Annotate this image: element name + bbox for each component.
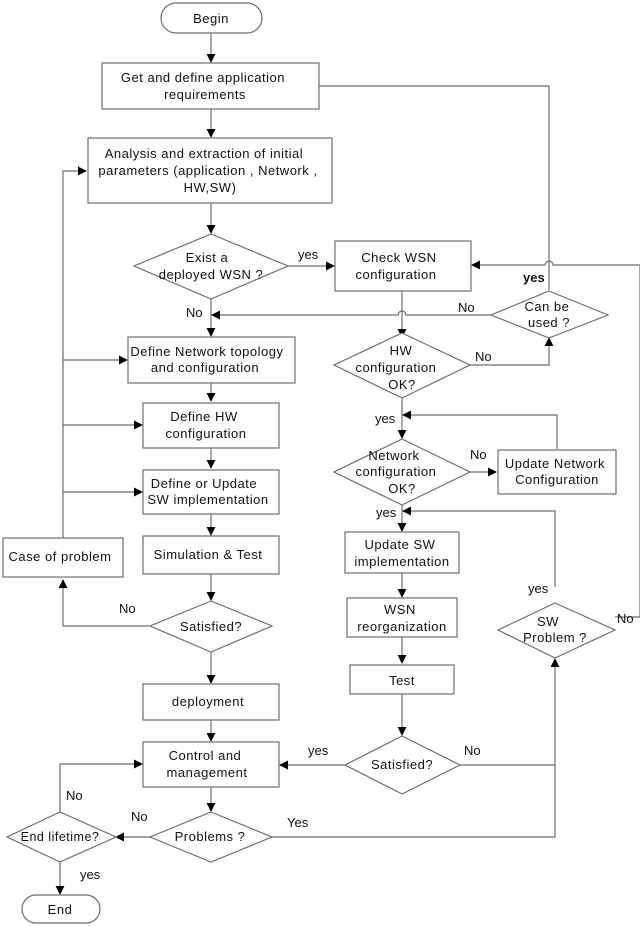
- decision-satisfied-2-text: Satisfied?: [371, 757, 433, 772]
- decision-can-be-used[interactable]: Can be used ?: [489, 290, 610, 339]
- label-problems-no: No: [131, 809, 148, 824]
- decision-sw-problem[interactable]: SW Problem ?: [496, 602, 617, 659]
- label-exist-no: No: [186, 305, 203, 320]
- edge-problems-yes-swproblem: [272, 765, 556, 838]
- node-get-requirements[interactable]: Get and define application requirements: [101, 62, 320, 110]
- node-analysis[interactable]: Analysis and extraction of initial param…: [87, 137, 333, 204]
- label-sw-no: No: [617, 611, 634, 626]
- edge-swproblem-no-check: [471, 260, 640, 618]
- node-update-network-text: Update Network Configuration: [505, 456, 609, 487]
- decision-network-ok-text: Network configuration OK?: [355, 448, 440, 496]
- node-get-requirements-text: Get and define application requirements: [121, 70, 289, 102]
- node-begin[interactable]: Begin: [160, 2, 263, 34]
- label-canused-yes: yes: [523, 270, 545, 285]
- label-endlife-yes: yes: [80, 867, 101, 882]
- node-define-sw-text: Define or Update SW implementation: [147, 476, 268, 507]
- label-exist-yes: yes: [298, 247, 319, 262]
- node-test-text: Test: [389, 673, 415, 688]
- node-update-sw[interactable]: Update SW implementation: [344, 531, 460, 574]
- node-control-management-text: Control and management: [167, 748, 248, 780]
- node-simulation-test-text: Simulation & Test: [154, 547, 263, 562]
- decision-exist-wsn-text: Exist a deployed WSN ?: [159, 250, 264, 282]
- node-define-topology-text: Define Network topology and configuratio…: [130, 344, 287, 375]
- edge-updatenet-back: [402, 410, 558, 449]
- node-simulation-test[interactable]: Simulation & Test: [142, 535, 280, 575]
- decision-sw-problem-text: SW Problem ?: [523, 614, 587, 645]
- edge-hwok-no-canused: [470, 337, 554, 366]
- node-deployment[interactable]: deployment: [142, 683, 280, 721]
- node-define-topology[interactable]: Define Network topology and configuratio…: [127, 336, 296, 384]
- node-check-wsn-text: Check WSN configuration: [356, 250, 441, 282]
- node-end-text: End: [48, 902, 73, 917]
- node-define-hw-text: Define HW configuration: [166, 409, 247, 441]
- label-sw-yes: yes: [528, 581, 549, 596]
- edge-canused-yes-getreq: [293, 81, 550, 290]
- decision-hw-ok-text: HW configuration OK?: [355, 343, 440, 392]
- node-analysis-text: Analysis and extraction of initial param…: [98, 146, 321, 195]
- node-define-sw[interactable]: Define or Update SW implementation: [142, 469, 280, 515]
- decision-end-lifetime-text: End lifetime?: [21, 830, 100, 844]
- label-hw-no: No: [475, 349, 492, 364]
- node-end[interactable]: End: [21, 894, 101, 924]
- node-update-network[interactable]: Update Network Configuration: [497, 449, 617, 495]
- decision-network-ok[interactable]: Network configuration OK?: [332, 438, 472, 506]
- decision-exist-wsn[interactable]: Exist a deployed WSN ?: [132, 233, 290, 300]
- label-hw-yes: yes: [375, 411, 396, 426]
- decision-satisfied-1[interactable]: Satisfied?: [148, 600, 274, 653]
- decision-can-be-used-text: Can be used ?: [524, 299, 573, 330]
- node-wsn-reorganization-text: WSN reorganization: [357, 602, 446, 634]
- label-sat2-no: No: [464, 743, 481, 758]
- label-net-yes: yes: [376, 505, 397, 520]
- decision-satisfied-2[interactable]: Satisfied?: [343, 735, 462, 795]
- connectors: [55, 33, 640, 895]
- decision-hw-ok[interactable]: HW configuration OK?: [332, 332, 472, 399]
- edge-swproblem-yes-updatesw: [402, 506, 556, 587]
- label-sat1-no: No: [119, 601, 136, 616]
- node-check-wsn[interactable]: Check WSN configuration: [334, 240, 472, 292]
- edge-endlife-no-control: [59, 759, 143, 812]
- node-case-of-problem[interactable]: Case of problem: [2, 537, 124, 578]
- label-sat2-yes: yes: [308, 743, 329, 758]
- edge-case-back-analysis: [62, 166, 87, 538]
- node-deployment-text: deployment: [172, 694, 244, 709]
- label-endlife-no: No: [66, 788, 83, 803]
- node-begin-text: Begin: [193, 11, 229, 26]
- label-canused-no: No: [458, 300, 475, 315]
- node-update-sw-text: Update SW implementation: [354, 537, 449, 569]
- node-define-hw[interactable]: Define HW configuration: [142, 402, 280, 449]
- node-test[interactable]: Test: [349, 664, 455, 695]
- node-case-of-problem-text: Case of problem: [9, 549, 112, 564]
- edge-labels: yes No No yes No yes No yes No yes No ye…: [66, 247, 634, 882]
- label-net-no: No: [470, 447, 487, 462]
- edge-sat1-no-case: [58, 579, 149, 627]
- node-wsn-reorganization[interactable]: WSN reorganization: [346, 597, 458, 638]
- decision-problems[interactable]: Problems ?: [148, 811, 274, 863]
- decision-end-lifetime[interactable]: End lifetime?: [5, 811, 118, 863]
- decision-problems-text: Problems ?: [175, 829, 246, 844]
- decision-satisfied-1-text: Satisfied?: [180, 619, 242, 634]
- label-problems-yes: Yes: [287, 815, 309, 830]
- node-control-management[interactable]: Control and management: [142, 741, 280, 788]
- edge-canused-no: [211, 310, 491, 320]
